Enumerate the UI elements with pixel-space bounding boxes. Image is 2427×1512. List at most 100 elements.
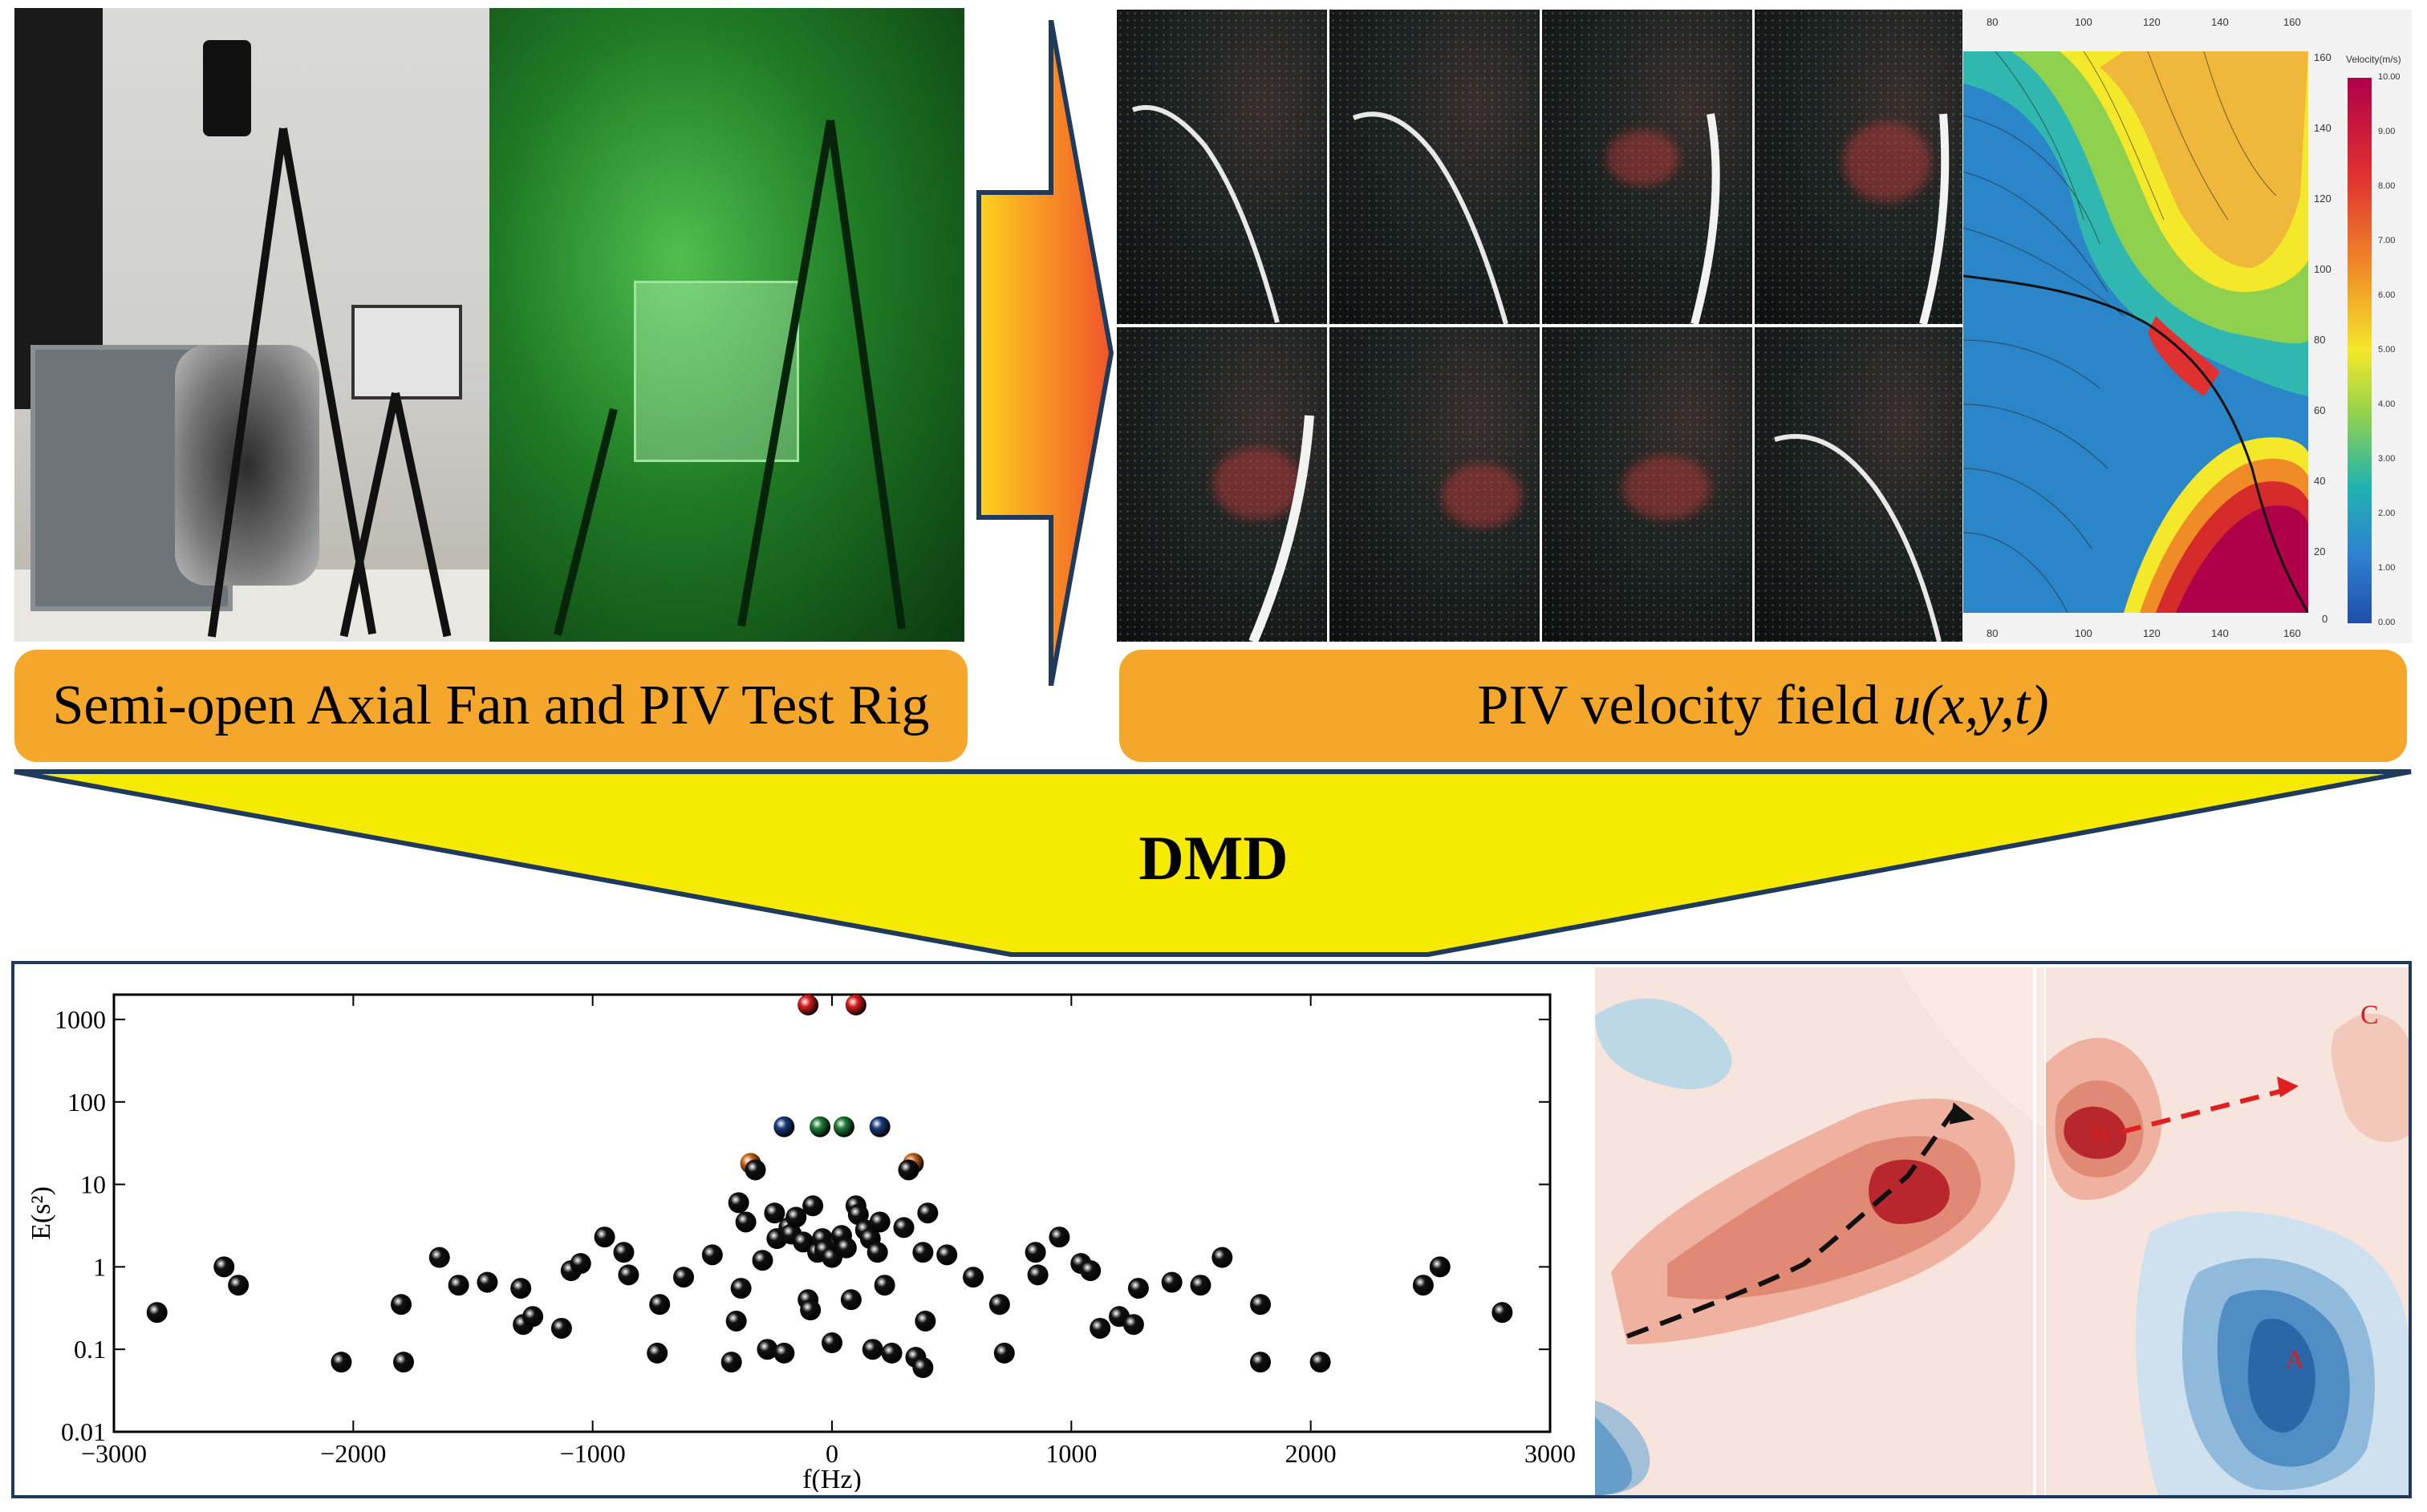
- tripod-leg: [553, 407, 618, 636]
- data-point: [862, 1339, 883, 1360]
- test-rig-label: Semi-open Axial Fan and PIV Test Rig: [14, 650, 968, 762]
- data-point: [701, 1244, 723, 1266]
- x-tick-bottom: 100: [2075, 627, 2092, 639]
- data-point: [725, 1310, 747, 1332]
- data-point: [1190, 1275, 1211, 1296]
- data-point: [522, 1306, 544, 1328]
- data-point: [1161, 1271, 1183, 1293]
- test-rig-photo: [14, 8, 489, 642]
- piv-frame: [1755, 327, 1965, 642]
- data-point: [840, 1289, 862, 1311]
- x-tick-bottom: 80: [1987, 627, 1999, 639]
- colorbar-tick: 2.00: [2378, 509, 2396, 518]
- data-point: [773, 1116, 795, 1137]
- mode-label-b: B: [2091, 1119, 2109, 1149]
- piv-field-label-prefix: PIV velocity field: [1477, 675, 1893, 736]
- high-speed-camera: [351, 305, 462, 399]
- piv-frame: [1329, 10, 1540, 324]
- data-point: [213, 1256, 235, 1278]
- laser-sheet-photo: [489, 8, 964, 642]
- x-tick-top: 160: [2283, 16, 2301, 28]
- y-tick: 160: [2314, 51, 2332, 63]
- data-point: [1080, 1260, 1102, 1282]
- flow-arrow: [976, 20, 1114, 686]
- data-point: [1429, 1256, 1451, 1278]
- x-tick-top: 100: [2075, 16, 2092, 28]
- y-tick: 100: [2314, 263, 2332, 275]
- data-point: [618, 1264, 639, 1286]
- colorbar-tick: 7.00: [2378, 236, 2396, 245]
- data-point: [391, 1294, 412, 1315]
- velocity-contour-panel: 80 100 120 140 160 80 100 120 140 160 16…: [1962, 10, 2412, 643]
- data-point: [845, 994, 866, 1015]
- dmd-funnel: [14, 769, 2412, 957]
- piv-field-label-args: (x,y,t): [1921, 675, 2049, 736]
- x-tick-bottom: 140: [2211, 627, 2229, 639]
- results-frame: [11, 961, 2412, 1498]
- dmd-label: DMD: [1138, 823, 1289, 893]
- y-tick: 80: [2314, 334, 2326, 346]
- data-point: [773, 1342, 795, 1364]
- colorbar-tick: 1.00: [2378, 563, 2396, 573]
- laser-head: [203, 40, 251, 136]
- y-tick: 120: [2314, 193, 2332, 205]
- data-point: [800, 1299, 822, 1321]
- colorbar-tick: 6.00: [2378, 290, 2396, 300]
- data-point: [764, 1202, 785, 1224]
- data-point: [822, 1332, 842, 1354]
- piv-frame: [1117, 327, 1327, 642]
- y-tick-label: 1: [93, 1252, 106, 1281]
- dmd-mode-left: [1595, 967, 2044, 1495]
- data-point: [428, 1246, 450, 1268]
- data-point: [720, 1352, 742, 1373]
- data-point: [649, 1294, 671, 1315]
- tripod-leg: [826, 120, 907, 630]
- x-tick-label: 0: [826, 1439, 838, 1468]
- colorbar-tick: 9.00: [2378, 127, 2396, 136]
- data-point: [1250, 1352, 1272, 1373]
- piv-frame-grid: [1117, 10, 1967, 643]
- x-tick-label: −1000: [560, 1439, 626, 1468]
- piv-frame: [1117, 10, 1327, 324]
- dmd-mode-right: A B C: [2046, 967, 2409, 1495]
- data-point: [1492, 1302, 1513, 1324]
- data-point: [1025, 1242, 1046, 1263]
- mode-label-c: C: [2360, 1000, 2379, 1030]
- x-tick-top: 80: [1987, 16, 1999, 28]
- colorbar-title: Velocity(m/s): [2346, 54, 2401, 65]
- data-point: [1250, 1294, 1272, 1315]
- data-point: [785, 1206, 807, 1228]
- data-point: [912, 1242, 934, 1263]
- data-point: [1309, 1352, 1331, 1373]
- piv-field-label-math: u: [1893, 675, 1922, 736]
- data-point: [802, 1195, 824, 1217]
- data-point: [1127, 1278, 1149, 1299]
- data-point: [1090, 1317, 1111, 1339]
- data-point: [331, 1352, 352, 1373]
- data-point: [570, 1253, 591, 1275]
- data-point: [613, 1242, 635, 1263]
- velocity-contour-field: [1963, 51, 2308, 613]
- data-point: [917, 1202, 939, 1224]
- piv-field-label: PIV velocity field u(x,y,t): [1119, 650, 2407, 762]
- data-point: [1027, 1264, 1049, 1286]
- y-tick-label: 0.1: [74, 1335, 106, 1364]
- y-tick: 20: [2314, 545, 2326, 557]
- colorbar-tick: 3.00: [2378, 454, 2396, 464]
- piv-frame: [1542, 10, 1752, 324]
- x-tick-label: −2000: [320, 1439, 386, 1468]
- x-tick-label: 3000: [1524, 1439, 1576, 1468]
- x-tick-bottom: 160: [2283, 627, 2301, 639]
- data-point: [728, 1192, 749, 1214]
- data-point: [793, 1231, 814, 1253]
- curtain: [14, 8, 103, 409]
- y-tick: 0: [2322, 613, 2328, 625]
- data-point: [869, 1116, 891, 1137]
- y-tick: 60: [2314, 404, 2326, 416]
- x-tick-label: 2000: [1285, 1439, 1337, 1468]
- data-point: [874, 1275, 895, 1296]
- velocity-colorbar: [2348, 78, 2372, 623]
- data-point: [146, 1302, 168, 1324]
- data-point: [673, 1267, 695, 1288]
- data-point: [898, 1159, 919, 1181]
